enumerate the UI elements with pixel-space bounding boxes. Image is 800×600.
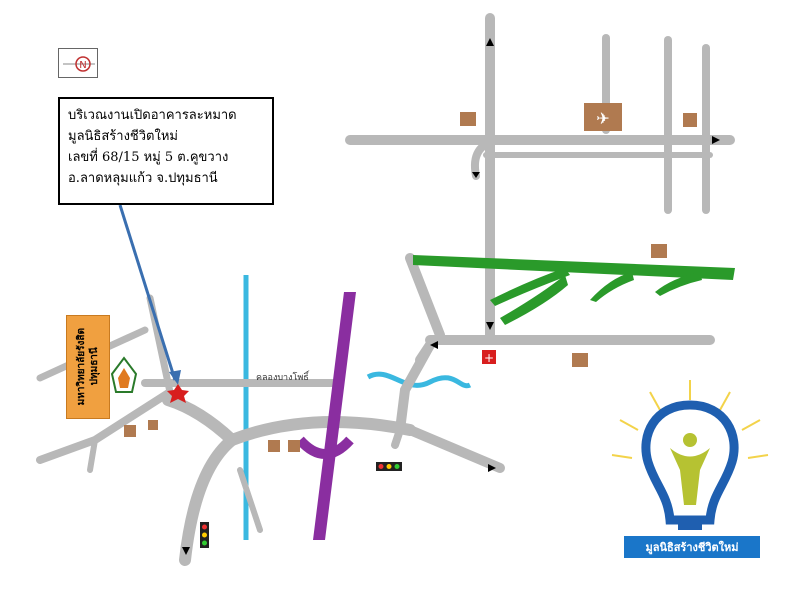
compass-icon: N — [63, 56, 95, 72]
svg-text:+: + — [484, 351, 494, 365]
temple-icon — [110, 356, 138, 393]
foundation-logo-text: มูลนิธิสร้างชีวิตใหม่ — [624, 536, 760, 558]
compass: N — [58, 48, 98, 78]
callout-line: อ.ลาดหลุมแก้ว จ.ปทุมธานี — [68, 171, 218, 186]
callout-line: เลขที่ 68/15 หมู่ 5 ต.คูขวาง — [68, 150, 229, 165]
purple-loop — [296, 436, 354, 459]
traffic-light-icon — [376, 462, 402, 471]
canal-label: คลองบางโพธิ์ — [256, 373, 309, 383]
road-arrows — [182, 38, 720, 555]
foundation-logo-icon — [611, 380, 769, 530]
traffic-light-icon — [200, 522, 209, 548]
svg-text:N: N — [79, 60, 86, 71]
callout-line: มูลนิธิสร้างชีวิตใหม่ — [68, 129, 178, 144]
location-marker — [167, 384, 189, 403]
canal-curve — [366, 371, 472, 389]
buildings — [124, 103, 697, 452]
university-label: มหาวิทยาลัยรังสิต ปทุมธานี — [76, 328, 100, 406]
callout-line: บริเวณงานเปิดอาคารละหมาด — [68, 108, 237, 123]
university-label-box: มหาวิทยาลัยรังสิต ปทุมธานี — [66, 315, 110, 419]
green-highway — [413, 255, 735, 325]
airport-icon: ✈ — [596, 109, 609, 128]
location-callout: บริเวณงานเปิดอาคารละหมาด มูลนิธิสร้างชีว… — [58, 97, 274, 205]
purple-highway — [313, 292, 356, 540]
callout-pointer — [118, 204, 177, 381]
hospital-icon — [482, 350, 496, 364]
road-network — [36, 13, 735, 566]
